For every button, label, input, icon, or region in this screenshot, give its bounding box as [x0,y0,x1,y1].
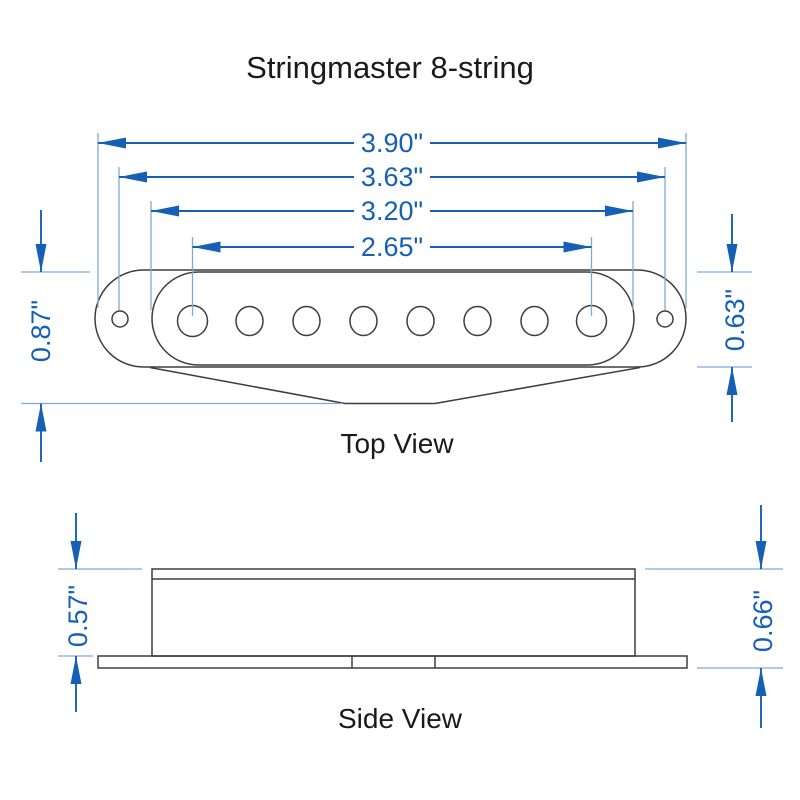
bottom-tab-outline [149,366,641,405]
arrowhead-left-icon [192,241,221,253]
arrowhead-right-icon [637,171,665,183]
side-view-caption: Side View [338,703,463,734]
pole-piece-7 [520,305,549,337]
flange-outline [94,269,687,368]
top-view-caption: Top View [340,428,454,459]
dim-mounting-hole-spacing: 3.63" [118,162,666,310]
dim-total-height-label: 0.66" [748,590,778,652]
dim-pole-spread: 2.65" [191,232,593,316]
side-view-outlines [97,568,688,669]
dim-hole-spacing-label: 3.63" [361,162,423,192]
dim-flange-depth-label: 0.63" [720,289,750,351]
dim-depth-with-tab: 0.87" [21,210,343,462]
arrowhead-right-icon [605,205,633,217]
dim-height-above-flange-label: 0.57" [63,585,93,647]
arrowhead-down-icon [726,244,738,272]
top-view-outlines [94,269,687,405]
arrowhead-right-icon [563,241,592,253]
dim-height-above-flange: 0.57" [58,513,142,712]
dim-cover-width-label: 3.20" [361,196,423,226]
mounting-hole-right [656,310,674,328]
arrowhead-down-icon [70,541,82,569]
arrowhead-left-icon [98,137,126,149]
arrowhead-right-icon [658,137,686,149]
mounting-hole-left [111,310,129,328]
dim-pole-spread-label: 2.65" [361,232,423,262]
pole-piece-2 [235,305,264,337]
dim-flange-width-label: 3.90" [361,128,423,158]
diagram-title: Stringmaster 8-string [246,50,534,85]
dim-flange-depth: 0.63" [697,214,752,422]
arrowhead-down-icon [35,244,47,272]
arrowhead-up-icon [35,403,47,432]
dim-total-height: 0.66" [645,505,783,728]
pole-piece-4 [349,305,378,337]
cover-body-outline [151,568,636,657]
pole-piece-5 [406,305,435,337]
dim-depth-with-tab-label: 0.87" [26,300,56,362]
arrowhead-up-icon [70,656,82,684]
baseplate-outline [97,655,688,669]
arrowhead-up-icon [726,367,738,395]
pole-piece-3 [292,305,321,337]
pole-piece-6 [463,305,492,337]
arrowhead-left-icon [119,171,147,183]
arrowhead-down-icon [755,541,767,569]
arrowhead-left-icon [151,205,179,217]
dim-cover-width: 3.20" [150,196,634,310]
pickup-cover-outline [151,271,635,366]
arrowhead-up-icon [755,668,767,696]
dim-flange-width: 3.90" [97,128,687,308]
